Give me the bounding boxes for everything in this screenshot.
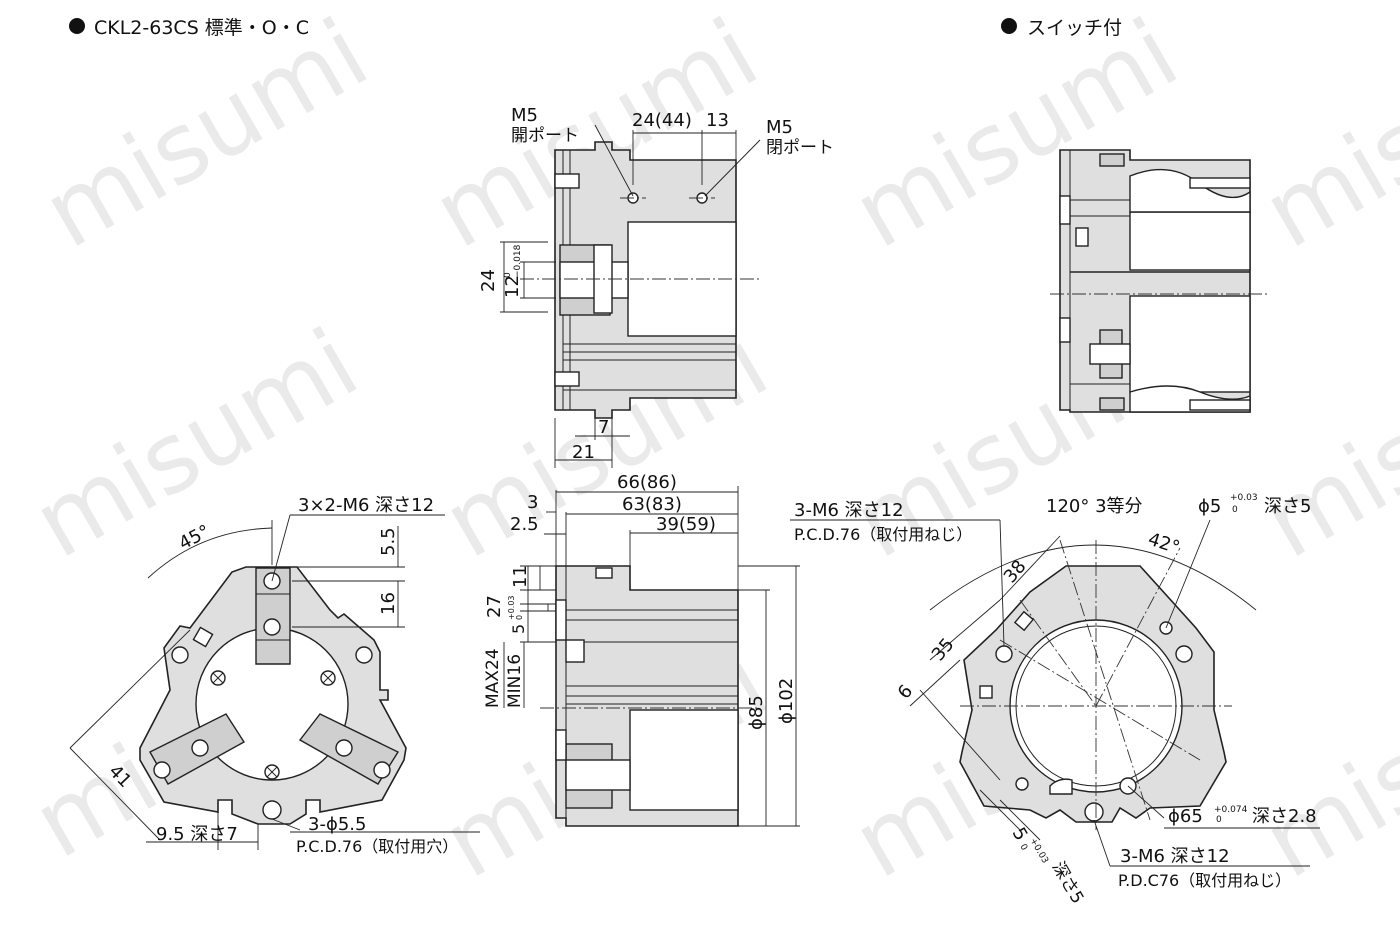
- tol-phi5-upper: +0.03: [1230, 493, 1258, 503]
- dim-39-59: 39(59): [656, 514, 716, 535]
- label-3x2-m6: 3×2-M6 深さ12: [298, 495, 434, 516]
- dim-5: 5: [509, 624, 528, 634]
- switch-view: [1050, 149, 1268, 413]
- label-3-phi-5-5: 3-ϕ5.5: [308, 814, 366, 835]
- dim-21: 21: [572, 442, 595, 463]
- dim-35: 35: [928, 634, 959, 665]
- label-120-3-division: 120° 3等分: [1046, 496, 1143, 517]
- label-3-m6-top: 3-M6 深さ12: [794, 500, 904, 521]
- left-title: CKL2-63CS 標準・O・C: [94, 17, 309, 39]
- dim-42: 42°: [1145, 529, 1182, 559]
- dim-phi85: ϕ85: [746, 695, 767, 730]
- tol-phi65-upper: +0.074: [1214, 805, 1248, 815]
- header-left: CKL2-63CS 標準・O・C: [69, 17, 309, 39]
- tol-5-upper: +0.03: [507, 595, 516, 620]
- right-title: スイッチ付: [1027, 17, 1122, 39]
- dim-max24: MAX24: [483, 648, 503, 708]
- dim-11: 11: [510, 565, 531, 588]
- top-view: M5 開ポート M5 閉ポート 24(44) 13 24 12 0 −0.018…: [478, 105, 834, 468]
- right-port-name: 閉ポート: [766, 138, 834, 158]
- right-port-size: M5: [766, 117, 793, 138]
- tol-5b-upper: +0.03: [1027, 837, 1049, 866]
- dim-12: 12: [502, 275, 523, 298]
- dim-6: 6: [894, 681, 917, 703]
- dim-16: 16: [378, 592, 399, 615]
- label-phi5-depth: 深さ5: [1264, 496, 1311, 517]
- side-view: 66(86) 63(83) 39(59) 3 2.5 11 27 5 +0.03…: [483, 472, 800, 827]
- tol-phi65-lower: 0: [1216, 815, 1222, 825]
- dim-45: 45°: [175, 521, 213, 555]
- left-port-name: 開ポート: [511, 126, 579, 146]
- label-pcd-76-thread-bottom: P.D.C76（取付用ねじ）: [1118, 871, 1291, 890]
- dim-min16: MIN16: [505, 654, 525, 708]
- dim-phi102: ϕ102: [776, 678, 797, 724]
- dim-5-5: 5.5: [378, 527, 399, 556]
- label-pcd-76-thread-top: P.C.D.76（取付用ねじ）: [794, 525, 972, 544]
- label-5-depth: 深さ5: [1048, 859, 1088, 908]
- dim-3: 3: [527, 492, 538, 513]
- tol-12-lower: −0.018: [513, 244, 523, 278]
- dim-63-83: 63(83): [622, 494, 682, 515]
- tol-5-lower: 0: [515, 615, 524, 620]
- bullet-icon: [1001, 18, 1017, 34]
- watermark: misumi: [1246, 0, 1400, 270]
- dim-38: 38: [1000, 556, 1031, 587]
- label-phi65: ϕ65: [1168, 806, 1203, 827]
- left-port-size: M5: [511, 105, 538, 126]
- dim-7: 7: [598, 417, 609, 438]
- label-pcd-76-holes: P.C.D.76（取付用穴）: [296, 837, 458, 856]
- tol-5b-lower: 0: [1017, 843, 1029, 853]
- label-3-m6-bottom: 3-M6 深さ12: [1120, 846, 1230, 867]
- bullet-icon: [69, 18, 85, 34]
- watermark: misumi: [1246, 627, 1400, 900]
- watermark: misumi: [1246, 307, 1400, 580]
- front-view: 3×2-M6 深さ12 5.5 16 45° 41 9.5 深さ7 3-ϕ5.5…: [69, 495, 480, 856]
- dim-24-44: 24(44): [632, 110, 692, 131]
- label-phi5: ϕ5: [1198, 496, 1221, 517]
- dim-24: 24: [478, 269, 499, 292]
- header-right: スイッチ付: [1001, 17, 1122, 39]
- rear-view: 3-M6 深さ12 P.C.D.76（取付用ねじ） 120° 3等分 ϕ5 +0…: [790, 493, 1320, 907]
- dim-13: 13: [706, 110, 729, 131]
- dim-2-5: 2.5: [510, 514, 539, 535]
- tol-phi5-lower: 0: [1232, 505, 1238, 515]
- tol-12-upper: 0: [503, 272, 513, 278]
- label-9-5-depth: 9.5 深さ7: [156, 824, 238, 845]
- dim-66-86: 66(86): [617, 472, 677, 493]
- watermark: misumi: [26, 0, 386, 270]
- label-phi65-depth: 深さ2.8: [1252, 806, 1317, 827]
- dim-27: 27: [484, 595, 505, 618]
